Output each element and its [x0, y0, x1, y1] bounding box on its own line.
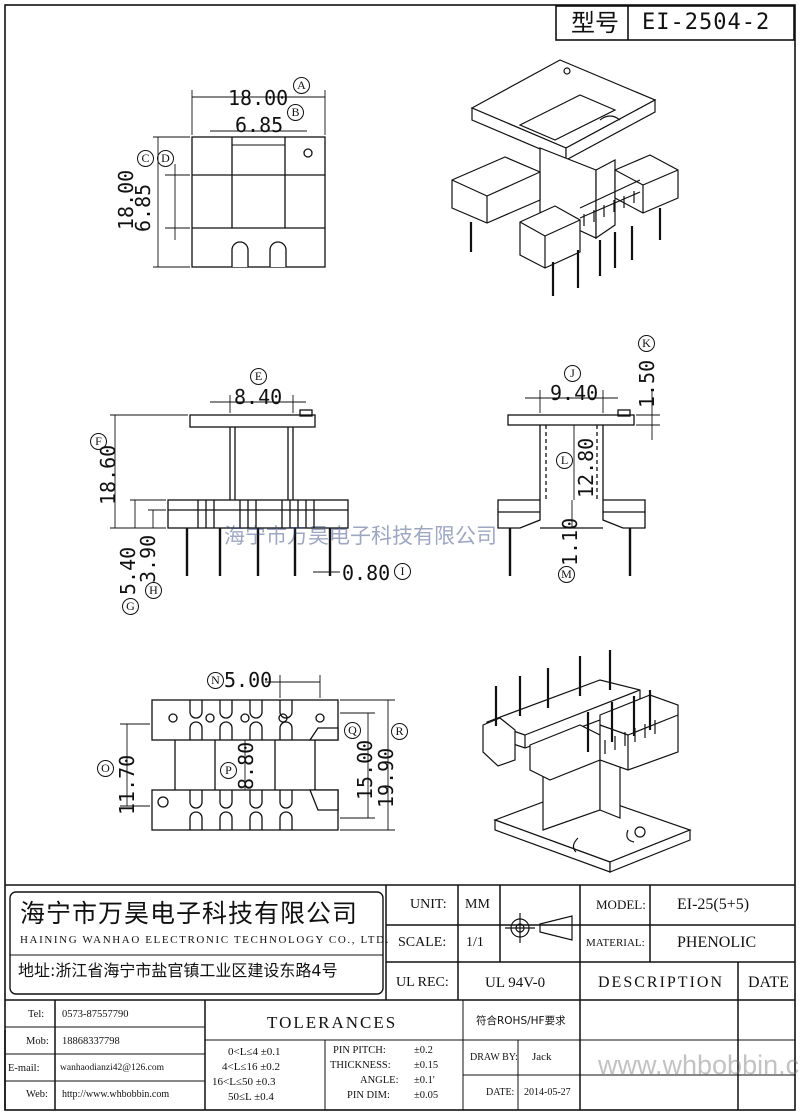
ulrec-label: UL REC:: [396, 975, 449, 990]
callout-p: P: [220, 762, 237, 779]
pin-pitch-label: PIN PITCH:: [333, 1045, 386, 1056]
tolerance-row-3: 16<L≤50 ±0.3: [212, 1076, 276, 1088]
scale-label: SCALE:: [398, 935, 447, 950]
company-address: 地址:浙江省海宁市盐官镇工业区建设东路4号: [18, 961, 338, 980]
side-view: [497, 390, 660, 576]
tolerance-row-1: 0<L≤4 ±0.1: [228, 1046, 281, 1058]
dim-r-value: 19.90: [374, 747, 398, 808]
contact-tel-value: 0573-87557790: [62, 1009, 129, 1020]
contact-email-label: E-mail:: [8, 1063, 40, 1074]
date-label: DATE: [748, 974, 789, 991]
iso-view-bottom: [482, 650, 692, 873]
rohs-note: 符合ROHS/HF要求: [476, 1015, 566, 1027]
callout-a: A: [293, 77, 310, 94]
callout-d: D: [157, 150, 174, 167]
callout-j: J: [564, 365, 581, 382]
description-label: DESCRIPTION: [598, 974, 725, 991]
thickness-label: THICKNESS:: [330, 1060, 391, 1071]
company-name-cn: 海宁市万昊电子科技有限公司: [20, 899, 359, 928]
callout-n: N: [207, 672, 224, 689]
dim-l-value: 12.80: [574, 437, 598, 498]
model-value: EI-25(5+5): [677, 896, 750, 913]
drawby-label: DRAW BY:: [470, 1052, 518, 1063]
projection-symbol: [505, 913, 573, 943]
iso-view-top: [451, 59, 679, 296]
front-view: [110, 395, 349, 576]
material-label: MATERIAL:: [586, 937, 645, 949]
contact-email-value[interactable]: wanhaodianzi42@126.com: [60, 1063, 164, 1073]
dim-i-value: 0.80: [342, 561, 391, 585]
dim-h-value: 3.90: [136, 534, 160, 583]
pin-dim-label: PIN DIM:: [347, 1090, 390, 1101]
callout-o: O: [97, 760, 114, 777]
contact-tel-label: Tel:: [28, 1009, 45, 1020]
unit-label: UNIT:: [410, 897, 447, 912]
angle-value: ±0.1': [414, 1075, 435, 1086]
contact-web-label: Web:: [26, 1089, 48, 1100]
callout-e: E: [250, 368, 267, 385]
ulrec-value: UL 94V-0: [485, 975, 546, 991]
tolerances-label: TOLERANCES: [267, 1013, 398, 1032]
callout-b: B: [287, 104, 304, 121]
scale-value: 1/1: [466, 935, 484, 950]
dim-o-value: 11.70: [115, 754, 139, 815]
drawby-value: Jack: [532, 1051, 552, 1063]
dim-k-value: 1.50: [635, 359, 659, 408]
company-name-en: HAINING WANHAO ELECTRONIC TECHNOLOGY CO.…: [20, 934, 390, 946]
callout-c: C: [137, 150, 154, 167]
material-value: PHENOLIC: [677, 934, 757, 951]
type-value: EI-2504-2: [642, 10, 771, 35]
callout-q: Q: [344, 722, 361, 739]
callout-k: K: [638, 335, 655, 352]
unit-value: MM: [465, 897, 490, 912]
dim-j-value: 9.40: [550, 381, 599, 405]
callout-m: M: [558, 566, 575, 583]
sheet-border: [4, 4, 796, 1111]
angle-label: ANGLE:: [360, 1075, 399, 1086]
tolerance-row-4: 50≤L ±0.4: [228, 1091, 274, 1103]
dim-d-value: 6.85: [131, 183, 155, 232]
pin-dim-value: ±0.05: [414, 1090, 439, 1101]
dim-p-value: 8.80: [234, 741, 258, 790]
contact-mob-value: 18868337798: [62, 1036, 120, 1047]
type-label: 型号: [571, 9, 619, 37]
type-box: [555, 5, 795, 41]
dim-g-value: 5.40: [116, 546, 140, 595]
dim-q-value: 15.00: [353, 739, 377, 800]
top-view: [153, 90, 326, 268]
dim-b-value: 6.85: [235, 113, 284, 137]
callout-g: G: [122, 598, 139, 615]
date2-label: DATE:: [486, 1087, 515, 1098]
contact-web-value[interactable]: http://www.whbobbin.com: [62, 1089, 170, 1100]
date2-value: 2014-05-27: [524, 1087, 571, 1098]
thickness-value: ±0.15: [414, 1060, 439, 1071]
callout-i: I: [394, 563, 411, 580]
callout-h: H: [145, 582, 162, 599]
title-block: [4, 884, 795, 1110]
watermark-company: 海宁市万昊电子科技有限公司: [224, 524, 497, 548]
dim-e-value: 8.40: [234, 385, 283, 409]
dim-n-value: 5.00: [224, 668, 273, 692]
dim-a-value: 18.00: [228, 86, 289, 110]
tolerance-row-2: 4<L≤16 ±0.2: [222, 1061, 280, 1073]
dim-m-value: 1.10: [558, 517, 582, 566]
callout-f: F: [90, 433, 107, 450]
contact-mob-label: Mob:: [26, 1036, 49, 1047]
dim-f-value: 18.60: [96, 444, 120, 505]
footer-watermark: www.whbobbin.com: [598, 1050, 800, 1080]
pin-pitch-value: ±0.2: [414, 1045, 433, 1056]
bottom-view: [120, 675, 395, 831]
model-label: MODEL:: [596, 897, 646, 912]
callout-l: L: [556, 452, 573, 469]
callout-r: R: [391, 723, 408, 740]
